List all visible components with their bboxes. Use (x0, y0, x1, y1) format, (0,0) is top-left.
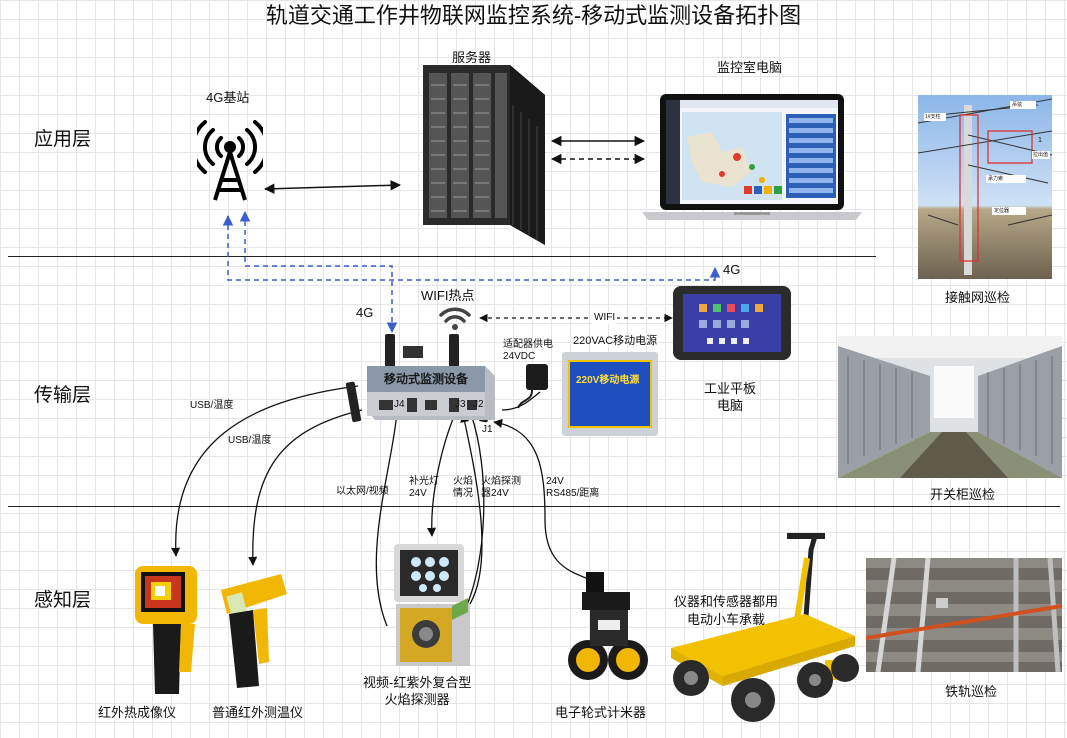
link-flame-status (460, 413, 483, 605)
monitor-pc-label: 监控室电脑 (717, 60, 783, 75)
wheel-meter-image (568, 572, 648, 680)
layer-sense-label: 感知层 (34, 590, 92, 611)
mobile-device-image (345, 334, 495, 423)
layer-app-label: 应用层 (34, 129, 92, 150)
page-title: 轨道交通工作井物联网监控系统-移动式监测设备拓扑图 (265, 3, 802, 28)
link-label-usb1: USB/温度 (190, 400, 234, 411)
catenary-label: 接触网巡检 (945, 290, 1011, 305)
link-bs-server (263, 180, 402, 194)
catenary-photo: 1#支柱 吊弦 承力索 定位器 1 拉出值 (918, 95, 1052, 279)
link-label-rs485: 24V RS485/距离 (546, 476, 600, 499)
link-fill-light (427, 413, 456, 537)
link-usb1 (171, 385, 359, 557)
catenary-tag-c3: 承力索 (988, 176, 1004, 182)
port-j3: J3 (455, 399, 466, 410)
rail-photo (866, 558, 1062, 672)
tablet-label: 工业平板 电脑 (704, 381, 757, 413)
base-station-label: 4G基站 (206, 90, 250, 105)
flame-detector-label: 视频-红紫外复合型 火焰探测器 (363, 675, 472, 707)
port-j4: J4 (394, 399, 405, 410)
wifi-icon (439, 307, 471, 330)
cart-label: 仪器和传感器都用 电动小车承载 (674, 594, 779, 627)
link-label-flame-probe: 火焰探测 器24V (481, 476, 521, 499)
adapter-label: 适配器供电 24VDC (503, 339, 553, 362)
link-usb2 (248, 409, 363, 566)
link-power (501, 391, 541, 411)
port-j1: J1 (482, 424, 493, 435)
base-station-icon (197, 120, 263, 201)
divider-trans-sense (8, 506, 1060, 507)
ir-camera-image (135, 566, 197, 694)
link-label-wifi: WIFI (592, 312, 618, 324)
server-label: 服务器 (452, 50, 492, 65)
link-label-4g-up: 4G (356, 305, 374, 320)
link-label-4g-right: 4G (723, 262, 741, 277)
ir-camera-label: 红外热成像仪 (98, 705, 177, 720)
catenary-tag-c1: 1#支柱 (925, 114, 941, 120)
link-label-fill-light: 补光灯 24V (409, 476, 439, 499)
link-label-usb2: USB/温度 (228, 435, 272, 446)
switchgear-label: 开关柜巡检 (930, 487, 996, 502)
server-rack-image (423, 65, 545, 245)
wheel-meter-label: 电子轮式计米器 (555, 705, 647, 720)
layer-trans-label: 传输层 (34, 385, 92, 406)
catenary-tag-c6: 拉出值 (1033, 152, 1049, 158)
catenary-tag-c5: 1 (1038, 137, 1042, 144)
rail-label: 铁轨巡检 (945, 684, 998, 699)
tablet-image (673, 286, 791, 360)
link-flame-probe (463, 413, 485, 613)
monitor-laptop-image (642, 94, 862, 220)
mobile-device-label: 移动式监测设备 (384, 372, 469, 386)
link-4g-tablet (222, 214, 721, 281)
catenary-tag-c2: 吊弦 (1012, 102, 1023, 108)
electric-cart-image (671, 533, 859, 722)
power-adapter-image (517, 364, 548, 409)
flame-detector-image (394, 544, 470, 666)
link-ethernet (375, 411, 398, 627)
catenary-tag-c4: 定位器 (994, 208, 1010, 214)
power-pack-image: 220V移动电源 (562, 352, 658, 436)
link-label-flame-status: 火焰 情况 (453, 476, 473, 499)
link-label-ethernet: 以太网/视频 (336, 486, 389, 497)
port-j2: J2 (473, 399, 484, 410)
power-pack-label: 220VAC移动电源 (573, 335, 658, 347)
ir-thermometer-image (221, 574, 287, 688)
power-pack-face-text: 220V移动电源 (576, 375, 640, 386)
wifi-hotspot-label: WIFI热点 (421, 288, 475, 303)
ir-thermometer-label: 普通红外测温仪 (212, 705, 304, 720)
link-4g-device (239, 210, 398, 334)
switchgear-photo (838, 336, 1062, 478)
link-rs485 (493, 418, 587, 579)
